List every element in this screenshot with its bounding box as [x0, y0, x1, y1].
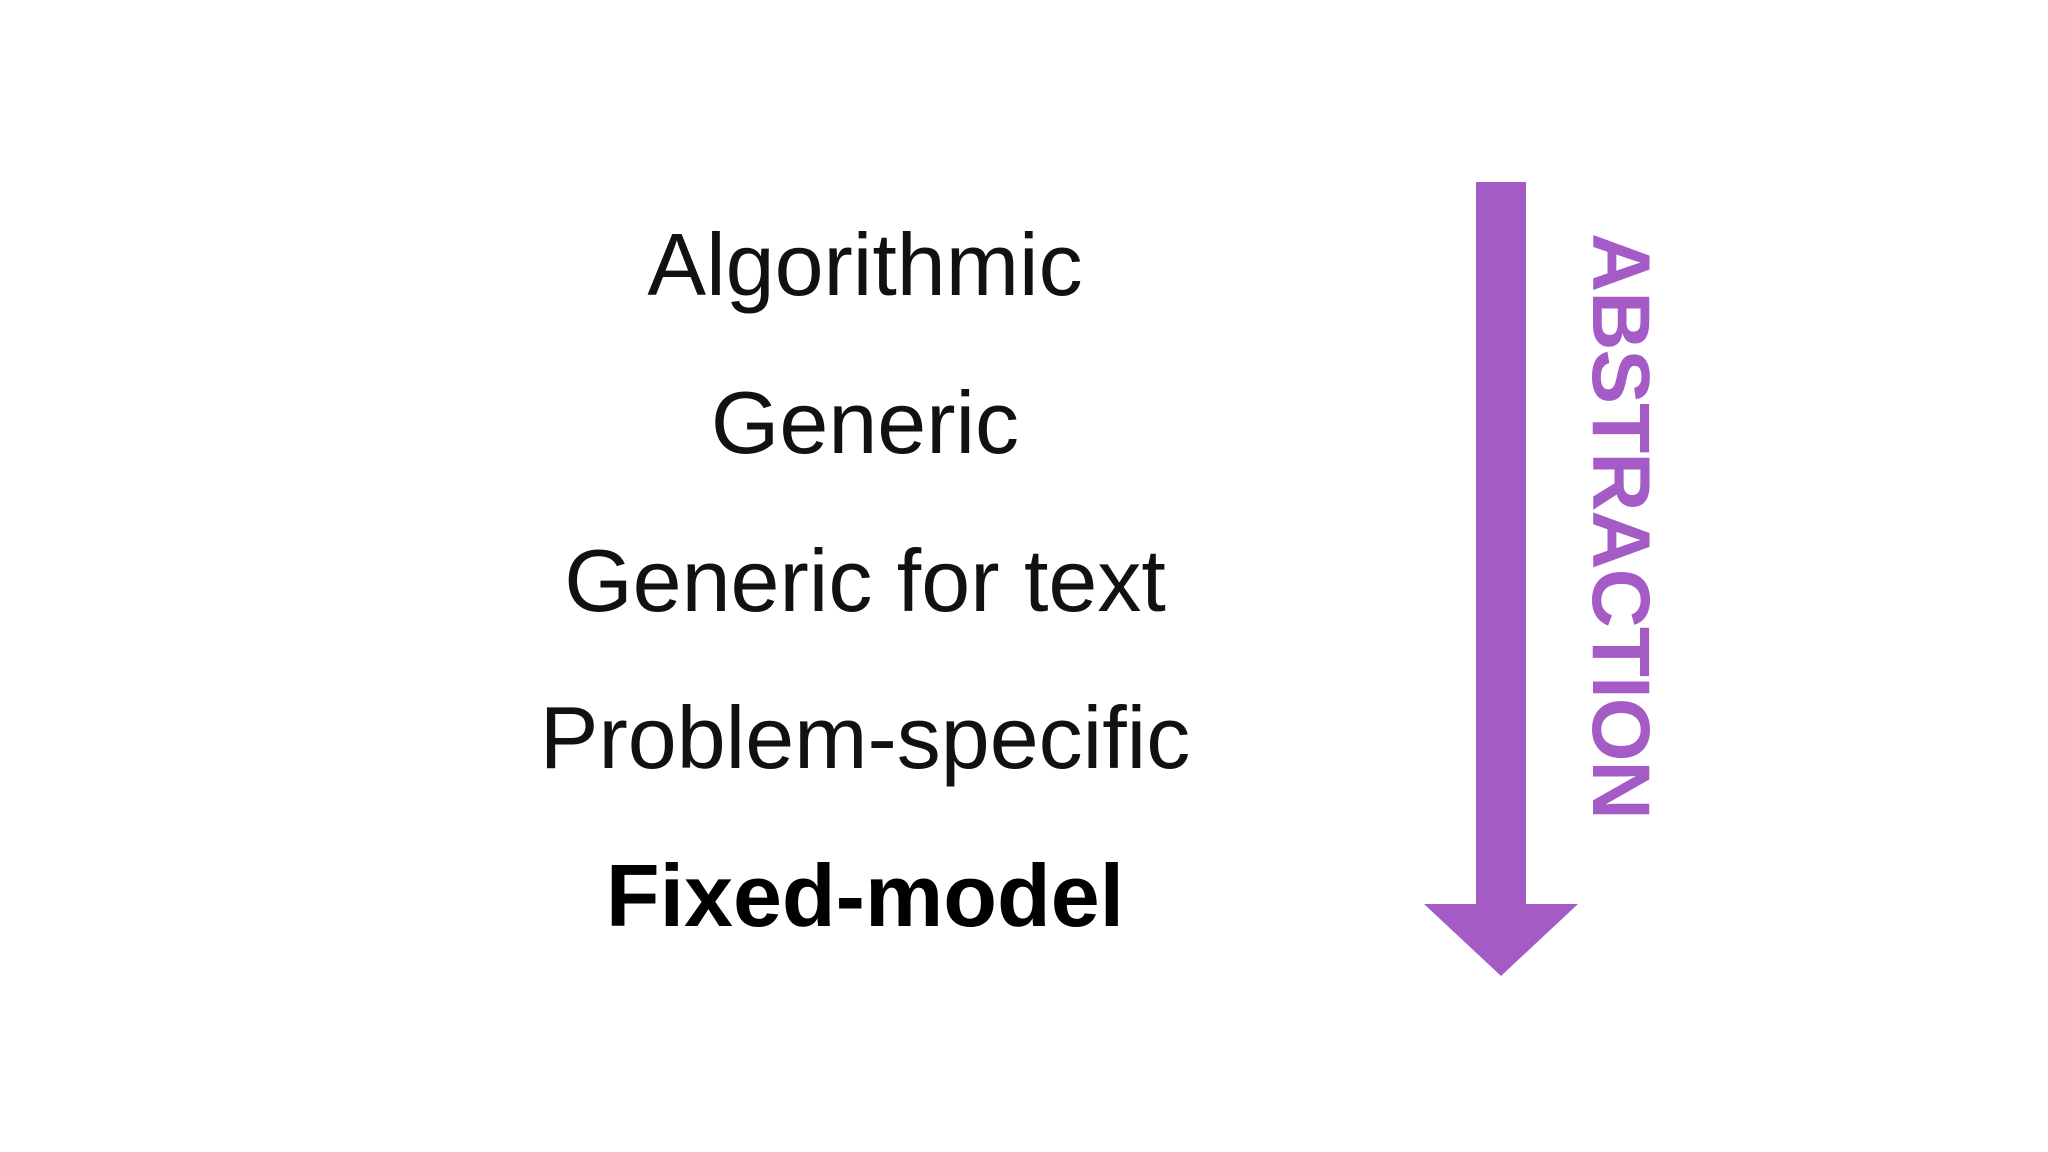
- abstraction-label: ABSTRACTION: [1575, 233, 1666, 819]
- arrow-shaft: [1476, 182, 1526, 912]
- level-problem-specific: Problem-specific: [539, 688, 1191, 787]
- arrow-head: [1424, 904, 1578, 976]
- level-generic: Generic: [710, 373, 1020, 472]
- down-arrow-icon: [1424, 182, 1578, 976]
- level-algorithmic: Algorithmic: [647, 215, 1083, 314]
- level-fixed-model: Fixed-model: [605, 846, 1125, 945]
- abstraction-level-list: Algorithmic Generic Generic for text Pro…: [539, 215, 1191, 945]
- level-generic-for-text: Generic for text: [564, 531, 1166, 630]
